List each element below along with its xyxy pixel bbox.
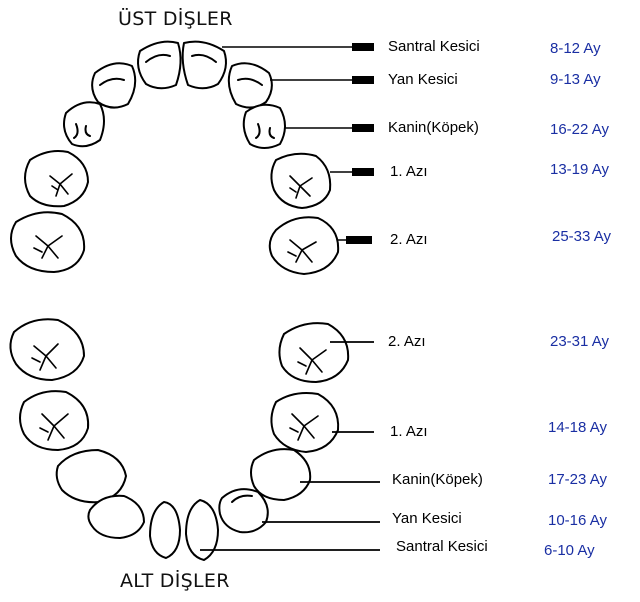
upper-right-second-molar xyxy=(268,216,340,275)
lower-second-molar-label: 2. Azı xyxy=(388,333,426,350)
upper-canine-label: Kanin(Köpek) xyxy=(388,119,479,136)
lower-left-lateral-incisor xyxy=(87,494,145,539)
lower-right-canine xyxy=(250,448,312,501)
lower-central-incisor-age: 6-10 Ay xyxy=(544,542,595,559)
lower-right-lateral-incisor xyxy=(218,488,269,534)
upper-left-central-incisor xyxy=(137,40,182,90)
lower-teeth-title: ALT DİŞLER xyxy=(120,570,230,592)
lower-right-first-molar xyxy=(270,392,340,453)
upper-second-molar-age: 25-33 Ay xyxy=(552,228,611,245)
upper-right-lateral-incisor xyxy=(227,62,273,109)
lower-central-incisor-label: Santral Kesici xyxy=(396,538,488,555)
lower-first-molar-age: 14-18 Ay xyxy=(548,419,607,436)
upper-left-second-molar xyxy=(10,211,86,273)
upper-left-canine xyxy=(63,101,105,148)
upper-right-first-molar xyxy=(270,152,332,209)
lower-canine-label: Kanin(Köpek) xyxy=(392,471,483,488)
upper-left-first-molar xyxy=(24,150,89,208)
upper-central-incisor-label: Santral Kesici xyxy=(388,38,480,55)
upper-left-lateral-incisor xyxy=(91,62,137,109)
upper-first-molar-age: 13-19 Ay xyxy=(550,161,609,178)
upper-lateral-incisor-age: 9-13 Ay xyxy=(550,71,601,88)
upper-first-molar-label: 1. Azı xyxy=(390,163,428,180)
upper-right-canine xyxy=(242,103,286,149)
lower-left-second-molar xyxy=(9,318,85,381)
upper-canine-age: 16-22 Ay xyxy=(550,121,609,138)
lower-right-central-incisor xyxy=(185,499,219,561)
upper-second-molar-label: 2. Azı xyxy=(390,231,428,248)
upper-lateral-incisor-label: Yan Kesici xyxy=(388,71,458,88)
lower-left-canine xyxy=(55,449,127,504)
upper-teeth-title: ÜST DİŞLER xyxy=(118,8,233,30)
lower-right-second-molar xyxy=(278,322,350,383)
lower-left-first-molar xyxy=(19,390,90,451)
lower-first-molar-label: 1. Azı xyxy=(390,423,428,440)
lower-lateral-incisor-label: Yan Kesici xyxy=(392,510,462,527)
upper-right-central-incisor xyxy=(181,40,227,90)
lower-left-central-incisor xyxy=(149,501,181,559)
lower-canine-age: 17-23 Ay xyxy=(548,471,607,488)
upper-central-incisor-age: 8-12 Ay xyxy=(550,40,601,57)
lower-lateral-incisor-age: 10-16 Ay xyxy=(548,512,607,529)
lower-second-molar-age: 23-31 Ay xyxy=(550,333,609,350)
